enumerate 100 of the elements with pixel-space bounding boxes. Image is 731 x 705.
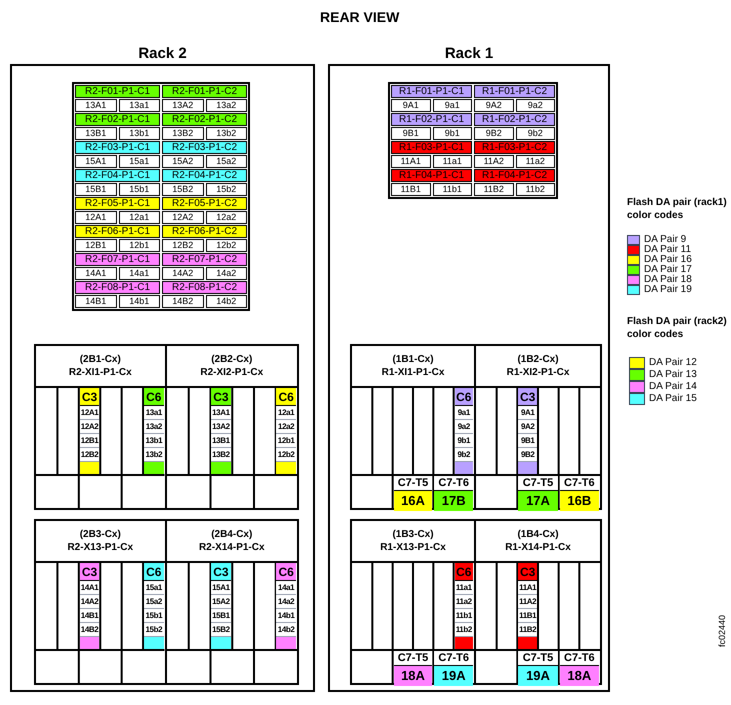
cable-id-cell: R2-F07-P1-C2 bbox=[162, 253, 247, 266]
enclosure bbox=[166, 344, 299, 510]
port-label: 9A2 bbox=[518, 420, 538, 434]
legend-label: DA Pair 17 bbox=[644, 265, 692, 275]
legend-label: DA Pair 18 bbox=[644, 275, 692, 285]
port-id-cell: 11b2 bbox=[516, 183, 555, 196]
card-slot-label: C6 bbox=[454, 563, 473, 581]
enclosure bbox=[166, 519, 299, 685]
cable-id-cell: R2-F06-P1-C2 bbox=[162, 225, 247, 238]
port-label: 9A1 bbox=[518, 406, 538, 420]
cable-port-cell bbox=[560, 651, 599, 683]
port-id-cell: 12a1 bbox=[118, 211, 160, 224]
port-id-cell: 15a1 bbox=[118, 155, 160, 168]
port-label: 15B1 bbox=[211, 609, 231, 623]
cable-id-cell: R2-F08-P1-C1 bbox=[75, 281, 160, 294]
enclosure-label: (1B1-Cx) bbox=[392, 353, 434, 366]
port-label: 11a1 bbox=[454, 581, 473, 595]
enclosure-label: (2B1-Cx) bbox=[80, 353, 121, 366]
port-id-cell: 15A1 bbox=[75, 155, 116, 168]
cable-port-cell bbox=[434, 651, 474, 683]
port-label: 15A1 bbox=[211, 581, 231, 595]
port-label: C7-T6 bbox=[560, 651, 599, 666]
port-id-cell: 14A1 bbox=[75, 267, 116, 280]
port-id-cell: 9b1 bbox=[432, 127, 472, 140]
enclosure-label: (1B3-Cx) bbox=[392, 528, 434, 541]
port-label: 11A2 bbox=[518, 595, 538, 609]
port-label: 14a2 bbox=[276, 595, 296, 609]
cable-label: 16A bbox=[394, 491, 432, 510]
card-slot-label: C3 bbox=[211, 388, 231, 406]
rack-heading: Rack 1 bbox=[444, 44, 494, 64]
port-label: C7-T5 bbox=[518, 476, 558, 491]
port-label: C7-T5 bbox=[518, 651, 558, 666]
enclosure bbox=[350, 344, 476, 510]
cable-port-cell bbox=[518, 651, 558, 683]
cable-port-cell bbox=[434, 476, 474, 508]
port-label: 12a1 bbox=[276, 406, 296, 420]
enclosure-label: R1-XI1-P1-Cx bbox=[382, 366, 444, 379]
port-id-cell: 9A1 bbox=[391, 99, 430, 112]
port-id-cell: 9a2 bbox=[516, 99, 555, 112]
cable-label: 18A bbox=[560, 666, 599, 686]
port-id-cell: 15B1 bbox=[75, 183, 116, 196]
cable-id-cell: R2-F01-P1-C1 bbox=[75, 85, 160, 98]
port-label: 15a1 bbox=[144, 581, 164, 595]
adapter-card bbox=[454, 388, 473, 474]
card-slot-label: C3 bbox=[211, 563, 231, 581]
port-id-cell: 15b2 bbox=[206, 183, 247, 196]
port-label: 12B1 bbox=[80, 434, 100, 448]
cable-id-cell: R1-F03-P1-C2 bbox=[474, 141, 555, 154]
legend-heading: Flash DA pair (rack1) color codes bbox=[627, 196, 727, 222]
cable-id-cell: R2-F04-P1-C2 bbox=[162, 169, 247, 182]
cable-label: 19A bbox=[434, 666, 474, 686]
cable-port-cell bbox=[394, 476, 432, 508]
card-slot-label: C6 bbox=[276, 563, 296, 581]
cable-label: 18A bbox=[394, 666, 432, 686]
port-label: 9a2 bbox=[454, 420, 473, 434]
enclosure-label: R1-X14-P1-Cx bbox=[505, 541, 571, 554]
port-label: 13A2 bbox=[211, 420, 231, 434]
adapter-card bbox=[454, 563, 473, 649]
port-id-cell: 11a2 bbox=[516, 155, 555, 168]
enclosure-label: R2-X13-P1-Cx bbox=[67, 541, 134, 554]
adapter-card bbox=[80, 388, 100, 474]
cable-label: 16B bbox=[560, 491, 599, 510]
port-id-cell: 9A2 bbox=[474, 99, 514, 112]
port-label: 11b1 bbox=[454, 609, 473, 623]
enclosure-label: R2-XI2-P1-Cx bbox=[200, 366, 264, 379]
legend-label: DA Pair 16 bbox=[644, 255, 692, 265]
adapter-card bbox=[211, 388, 231, 474]
legend-label: DA Pair 11 bbox=[644, 245, 692, 255]
cable-label: 19A bbox=[518, 666, 558, 686]
port-label: 13a2 bbox=[144, 420, 164, 434]
enclosure-label: R1-XI2-P1-Cx bbox=[506, 366, 570, 379]
enclosure-label: (1B2-Cx) bbox=[517, 353, 559, 366]
port-id-cell: 15B2 bbox=[162, 183, 204, 196]
port-id-cell: 12A2 bbox=[162, 211, 204, 224]
port-id-cell: 9b2 bbox=[516, 127, 555, 140]
card-slot-label: C3 bbox=[80, 563, 100, 581]
card-slot-label: C3 bbox=[518, 563, 538, 581]
port-id-cell: 11B1 bbox=[391, 183, 430, 196]
port-id-cell: 15A2 bbox=[162, 155, 204, 168]
card-slot-label: C6 bbox=[276, 388, 296, 406]
enclosure bbox=[350, 519, 476, 685]
port-label: 14a1 bbox=[276, 581, 296, 595]
port-id-cell: 12B1 bbox=[75, 239, 116, 252]
enclosure bbox=[476, 344, 602, 510]
legend-label: DA Pair 9 bbox=[644, 235, 686, 245]
port-label: 13A1 bbox=[211, 406, 231, 420]
port-label: 12b1 bbox=[276, 434, 296, 448]
enclosure bbox=[476, 519, 602, 685]
port-id-cell: 14B1 bbox=[75, 295, 116, 308]
port-id-cell: 13a1 bbox=[118, 99, 160, 112]
cable-id-cell: R1-F01-P1-C1 bbox=[391, 85, 472, 98]
adapter-card bbox=[144, 388, 164, 474]
cable-id-cell: R2-F02-P1-C1 bbox=[75, 113, 160, 126]
cable-id-cell: R2-F08-P1-C2 bbox=[162, 281, 247, 294]
port-id-cell: 13A1 bbox=[75, 99, 116, 112]
port-id-cell: 14b1 bbox=[118, 295, 160, 308]
port-label: 14b1 bbox=[276, 609, 296, 623]
port-label: 11A1 bbox=[518, 581, 538, 595]
diagram-title: REAR VIEW bbox=[320, 8, 400, 27]
legend-label: DA Pair 13 bbox=[649, 370, 697, 380]
